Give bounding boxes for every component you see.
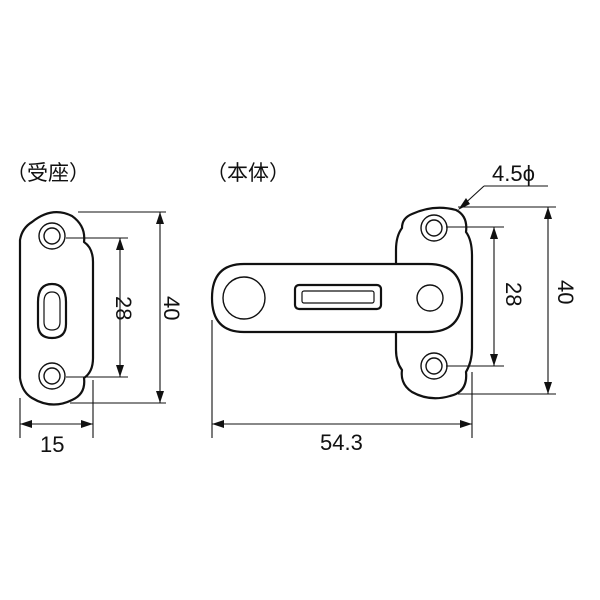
receiver-width-label: 15 bbox=[40, 432, 64, 457]
receiver-pitch-label: 28 bbox=[111, 296, 136, 320]
receiver-top-hole bbox=[43, 227, 61, 245]
body-part bbox=[210, 206, 474, 400]
body-pitch-label: 28 bbox=[501, 282, 526, 306]
body-arm-slot bbox=[293, 283, 383, 311]
body-label: （本体） bbox=[206, 161, 290, 185]
receiver-dimensions bbox=[19, 211, 166, 438]
receiver-height-label: 40 bbox=[159, 296, 184, 320]
body-arm-slot-inner bbox=[301, 290, 375, 304]
body-arm-end-hole bbox=[222, 276, 266, 320]
receiver-slot-inner bbox=[43, 291, 61, 331]
body-length-label: 54.3 bbox=[320, 430, 363, 455]
body-dimensions bbox=[211, 185, 556, 438]
body-height-label: 40 bbox=[553, 280, 578, 304]
body-pivot-hole bbox=[416, 284, 444, 312]
receiver-label: （受座） bbox=[6, 161, 90, 185]
body-top-hole bbox=[425, 219, 443, 237]
body-bottom-hole bbox=[425, 357, 443, 375]
receiver-plate bbox=[18, 211, 95, 406]
hole-diameter-label: 4.5ϕ bbox=[492, 161, 535, 186]
receiver-bottom-hole bbox=[43, 367, 61, 385]
